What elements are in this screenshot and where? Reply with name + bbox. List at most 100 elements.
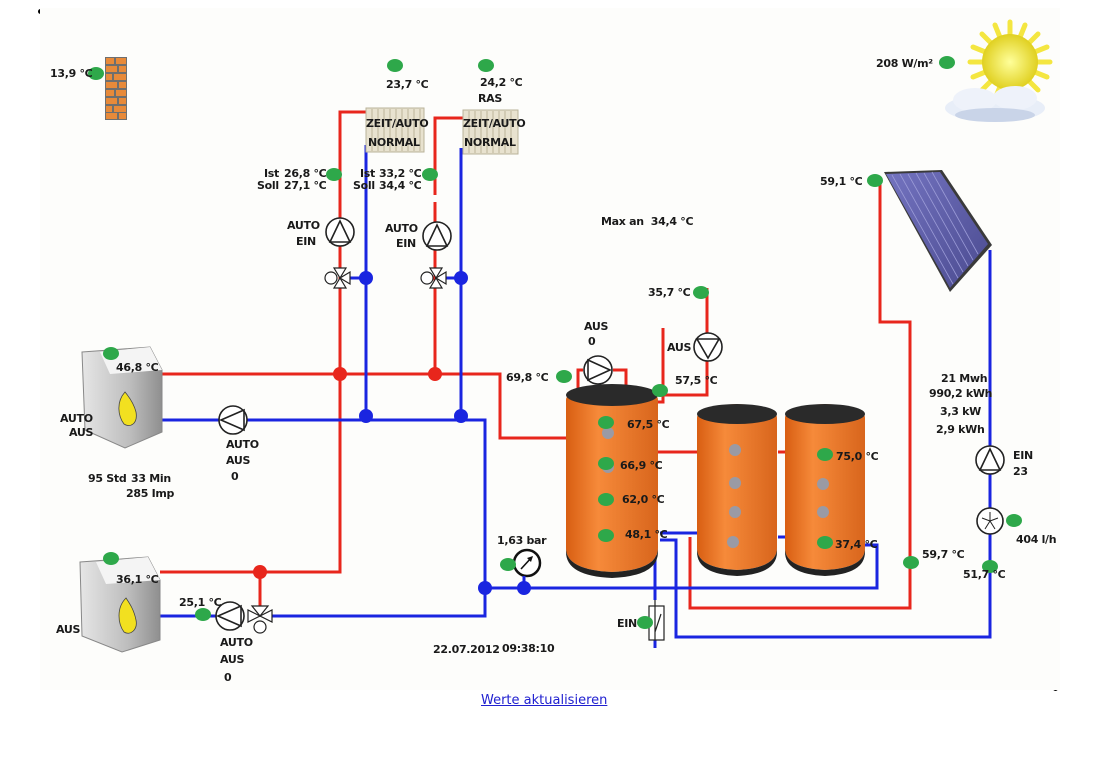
dhw-outlet-temperature: 57,5 °C	[675, 374, 718, 387]
sensor-hc2-flow	[422, 168, 438, 181]
hc1-pump-mode: AUTO	[287, 219, 320, 232]
room1-temperature: 23,7 °C	[386, 78, 429, 91]
supply-junction	[428, 367, 442, 381]
hc1-pump-state: EIN	[296, 235, 316, 248]
radiator-icon	[365, 107, 425, 153]
timestamp-date: 22.07.2012	[433, 643, 500, 656]
hc1-state: NORMAL	[368, 136, 420, 149]
timestamp-time: 09:38:10	[502, 642, 555, 655]
sensor-tank1-3	[598, 493, 614, 506]
sensor-tank1-4	[598, 529, 614, 542]
load-pump-icon	[583, 355, 613, 385]
boiler2-pump-count: 0	[224, 671, 232, 684]
boiler2-temperature: 36,1 °C	[116, 573, 159, 586]
boiler2-supply-pipe	[160, 374, 342, 574]
solar-flow-temperature: 59,7 °C	[922, 548, 965, 561]
boiler2-mixing-valve-icon	[247, 605, 273, 634]
tank3-temp-top: 75,0 °C	[836, 450, 879, 463]
collector-temperature: 59,1 °C	[820, 175, 863, 188]
sensor-boiler1	[103, 347, 119, 360]
boiler1-pump-state: AUS	[226, 454, 251, 467]
boiler1-temperature: 46,8 °C	[116, 361, 159, 374]
solar-pump-state: EIN	[1013, 449, 1033, 462]
return-junction	[359, 409, 373, 423]
solar-radiation-value: 208 W/m²	[876, 57, 933, 70]
max-flow-temperature: Max an 34,4 °C	[601, 215, 694, 228]
sensor-storage-inlet	[556, 370, 572, 383]
tank3-temp-bottom: 37,4 °C	[835, 538, 878, 551]
flow-meter-icon	[976, 507, 1004, 535]
hc2-state: NORMAL	[464, 136, 516, 149]
hc1-soll-value: 27,1 °C	[284, 179, 327, 192]
solar-pump-value: 23	[1013, 465, 1028, 478]
sensor-boiler2-return	[195, 608, 211, 621]
storage-tank-3	[785, 404, 865, 576]
valve-switch-state: EIN	[617, 617, 637, 630]
circulation-pump-state: AUS	[667, 341, 692, 354]
storage-tank-2	[697, 404, 777, 576]
boiler1-pump-count: 0	[231, 470, 239, 483]
hc2-mixing-valve-icon	[420, 267, 447, 289]
hc1-mode: ZEIT/AUTO	[366, 117, 429, 130]
sensor-dhw-outlet	[652, 384, 668, 397]
tank1-temp-3: 62,0 °C	[622, 493, 665, 506]
return-junction	[454, 271, 468, 285]
hc1-ist-label: Ist	[264, 167, 279, 180]
hc2-pump-mode: AUTO	[385, 222, 418, 235]
main-return-pipe	[485, 543, 879, 590]
load-pump-state: AUS	[584, 320, 609, 333]
load-pump-pipe	[576, 368, 628, 390]
brick-wall-icon	[105, 57, 127, 120]
solar-total-energy: 21 Mwh	[941, 372, 988, 385]
room2-sensor-label: RAS	[478, 92, 503, 105]
boiler1-mode: AUTO	[60, 412, 93, 425]
sensor-tank3-bottom	[817, 536, 833, 549]
sensor-room2	[478, 59, 494, 72]
boiler2-state: AUS	[56, 623, 81, 636]
boiler2-pump-mode: AUTO	[220, 636, 253, 649]
circulation-pump-icon	[693, 332, 723, 362]
tank1-temp-4: 48,1 °C	[625, 528, 668, 541]
hc2-soll-value: 34,4 °C	[379, 179, 422, 192]
return-junction	[454, 409, 468, 423]
boiler2-pump-state: AUS	[220, 653, 245, 666]
return-junction	[359, 271, 373, 285]
sensor-solar-flow	[903, 556, 919, 569]
sensor-room1	[387, 59, 403, 72]
load-pump-count: 0	[588, 335, 596, 348]
tank1-temp-1: 67,5 °C	[627, 418, 670, 431]
circulation-temperature: 35,7 °C	[648, 286, 691, 299]
boiler2-pump-icon	[215, 601, 245, 631]
solar-pump-icon	[975, 445, 1005, 475]
refresh-values-link[interactable]: Werte aktualisieren	[481, 693, 608, 708]
sensor-valve-switch	[637, 616, 653, 629]
boiler2-return-temperature: 25,1 °C	[179, 596, 222, 609]
junctions	[253, 271, 531, 595]
hc2-pump-icon	[422, 221, 452, 251]
solar-daily-energy: 2,9 kWh	[936, 423, 985, 436]
hc2-pump-state: EIN	[396, 237, 416, 250]
sensor-outside	[88, 67, 104, 80]
return-junction	[478, 581, 492, 595]
heating-scheme-panel	[40, 8, 1060, 690]
solar-energy: 990,2 kWh	[929, 387, 993, 400]
sun-cloud-icon	[945, 19, 1053, 122]
outside-temperature: 13,9 °C	[50, 67, 93, 80]
hc1-pump-icon	[325, 217, 355, 247]
sensor-solar-return	[982, 560, 998, 573]
supply-junction	[253, 565, 267, 579]
pressure-value: 1,63 bar	[497, 534, 547, 547]
boiler1-minutes: 33 Min	[131, 472, 171, 485]
radiator-icon	[462, 109, 519, 155]
hc1-mixing-valve-icon	[324, 267, 351, 289]
solar-collector-icon	[884, 170, 992, 292]
switch-valve-icon	[648, 600, 665, 641]
sensor-tank3-top	[817, 448, 833, 461]
supply-junction	[333, 367, 347, 381]
hc2-soll-label: Soll	[353, 179, 375, 192]
boiler1-pump-mode: AUTO	[226, 438, 259, 451]
boiler1-supply-pipe	[160, 372, 610, 440]
hc2-ist-label: Ist	[360, 167, 375, 180]
sensor-tank1-2	[598, 457, 614, 470]
